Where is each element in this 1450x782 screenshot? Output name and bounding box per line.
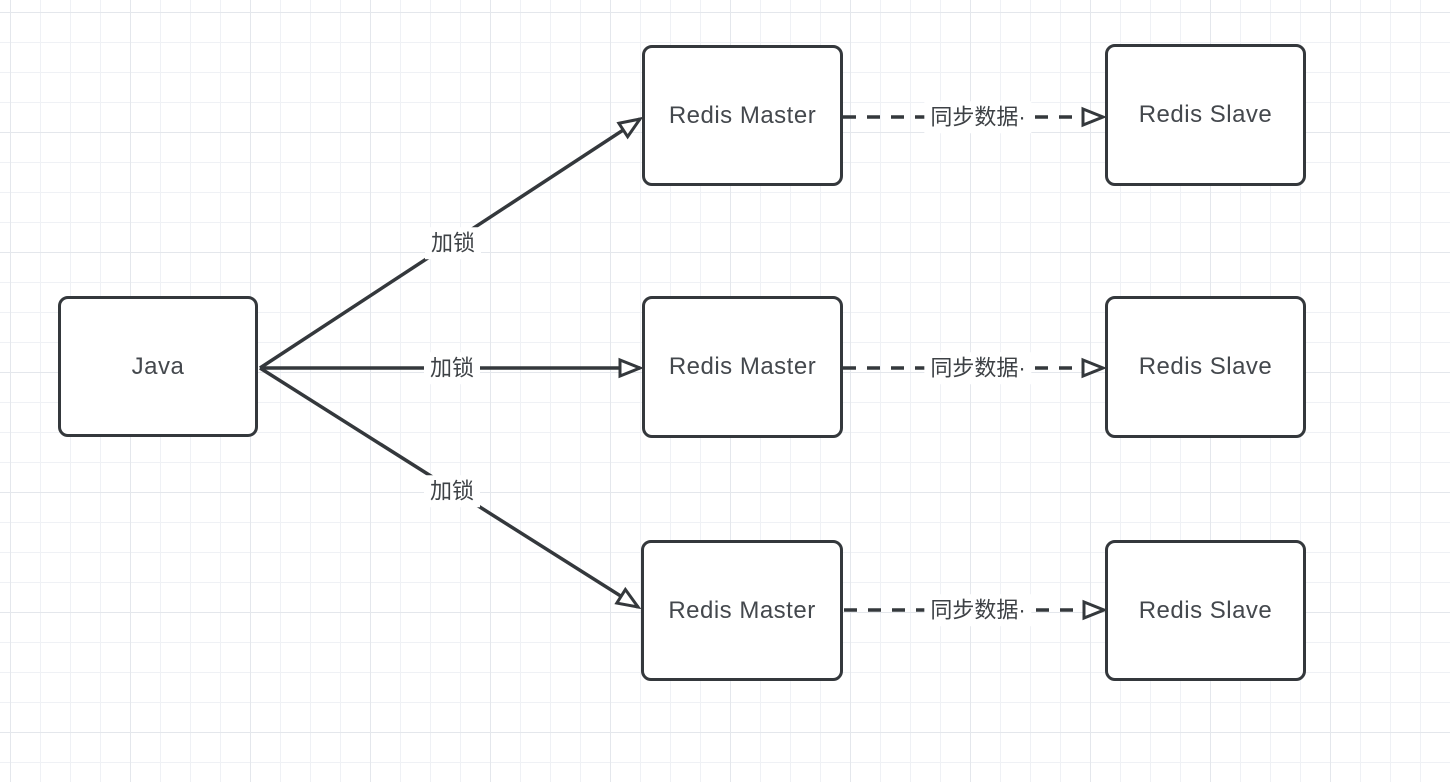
node-redis-slave-2[interactable]: Redis Slave: [1105, 296, 1306, 438]
node-redis-master-2[interactable]: Redis Master: [642, 296, 843, 438]
node-redis-slave-3[interactable]: Redis Slave: [1105, 540, 1306, 681]
edge-label-sync-2[interactable]: 同步数据·: [924, 352, 1032, 384]
edge-label-sync-3[interactable]: 同步数据·: [924, 594, 1032, 626]
node-redis-master-1-label: Redis Master: [668, 101, 817, 129]
node-redis-master-3[interactable]: Redis Master: [641, 540, 843, 681]
node-java-label: Java: [131, 352, 185, 380]
edge-label-lock-1[interactable]: 加锁: [424, 227, 482, 259]
node-redis-slave-3-label: Redis Slave: [1138, 596, 1273, 624]
edge-label-lock-2[interactable]: 加锁: [423, 352, 481, 384]
node-redis-master-3-label: Redis Master: [668, 596, 816, 624]
node-java[interactable]: Java: [58, 296, 258, 437]
node-redis-master-1[interactable]: Redis Master: [642, 45, 843, 186]
edge-label-sync-1[interactable]: 同步数据·: [924, 101, 1032, 133]
node-redis-slave-1-label: Redis Slave: [1138, 101, 1273, 128]
node-redis-slave-2-label: Redis Slave: [1138, 353, 1273, 380]
edge-label-lock-3[interactable]: 加锁: [423, 475, 481, 507]
node-redis-master-2-label: Redis Master: [668, 353, 817, 380]
node-redis-slave-1[interactable]: Redis Slave: [1105, 44, 1306, 186]
